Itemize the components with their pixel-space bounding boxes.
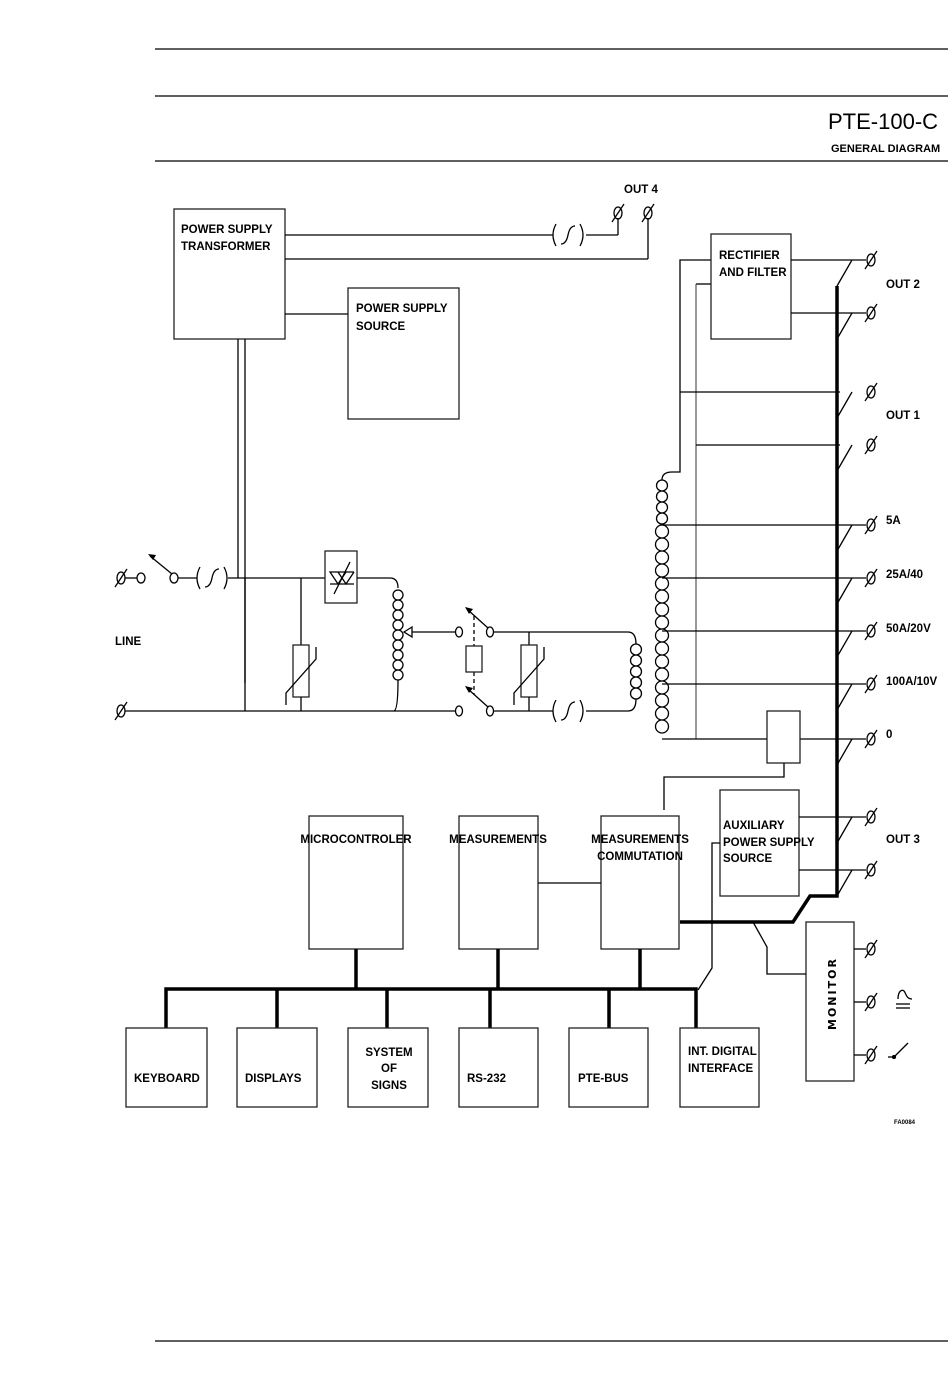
- mc-label-2: COMMUTATION: [597, 851, 683, 863]
- idi-label-2: INTERFACE: [688, 1063, 754, 1075]
- switch-contact-icon: [888, 1042, 909, 1060]
- commutation-relay-block: [766, 710, 801, 764]
- system-of-signs-block: [347, 1027, 429, 1108]
- secondary-coils-icon: [654, 479, 670, 734]
- aux-label-1: AUXILIARY: [723, 820, 785, 832]
- rect-label-1: RECTIFIER: [719, 250, 780, 262]
- meas-label: MEASUREMENTS: [449, 834, 547, 846]
- tap-50a-label: 50A/20V: [886, 623, 931, 635]
- terminal-icon: [864, 382, 878, 402]
- varistor-icon: [520, 644, 538, 698]
- wiper-arrow-icon: [402, 625, 413, 639]
- measurements-commutation-block: [600, 815, 680, 950]
- wire: [357, 577, 399, 589]
- aux-label-3: SOURCE: [723, 853, 773, 865]
- displays-block: [236, 1027, 318, 1108]
- wire: [393, 679, 399, 712]
- rectifier-filter-block: [710, 233, 792, 340]
- terminal-icon: [864, 568, 878, 588]
- wire: [661, 259, 711, 481]
- varistor-slash: [285, 647, 317, 705]
- signs-label-2: OF: [381, 1063, 397, 1075]
- micro-label: MICROCONTROLER: [300, 834, 412, 846]
- bus-taps: [836, 259, 853, 897]
- commutation-bus: [680, 286, 839, 924]
- pte-bus-block: [568, 1027, 649, 1108]
- varistor-icon: [292, 644, 310, 698]
- primary-coil-icon: [629, 643, 643, 700]
- relay-switch-icon: [465, 607, 489, 708]
- terminal-icon: [864, 807, 878, 827]
- varistor-slash: [513, 647, 545, 705]
- pte-bus-label: PTE-BUS: [578, 1073, 629, 1085]
- ac-signal-icon: [896, 989, 913, 1009]
- out2-label: OUT 2: [886, 279, 920, 291]
- pst-label-2: TRANSFORMER: [181, 241, 271, 253]
- aux-label-2: POWER SUPPLY: [723, 837, 815, 849]
- terminal-icon: [864, 729, 878, 749]
- pss-label-2: SOURCE: [356, 321, 406, 333]
- fuse-icon: [552, 699, 584, 723]
- out1-label: OUT 1: [886, 410, 920, 422]
- switch-icon: [148, 554, 173, 575]
- monitor-label: MONITOR: [826, 957, 839, 1030]
- tap-5a-label: 5A: [886, 515, 901, 527]
- fuse-icon: [552, 223, 584, 247]
- auxiliary-psu-block: [719, 789, 800, 897]
- power-supply-source-block: [347, 287, 460, 420]
- terminal-icon: [864, 621, 878, 641]
- terminal-icon: [864, 435, 878, 455]
- wire: [752, 921, 806, 975]
- signs-label-3: SIGNS: [371, 1080, 407, 1092]
- terminal-icon: [864, 250, 878, 270]
- power-supply-transformer-block: [173, 208, 286, 340]
- wire: [627, 631, 637, 712]
- displays-label: DISPLAYS: [245, 1073, 302, 1085]
- tap-0-label: 0: [886, 729, 892, 741]
- int-digital-interface-block: [679, 1027, 760, 1108]
- diagram-subtitle: GENERAL DIAGRAM: [831, 143, 940, 155]
- output-terminals: [864, 250, 878, 880]
- model-title: PTE-100-C: [828, 109, 938, 134]
- terminal-icon: [864, 303, 878, 323]
- keyboard-label: KEYBOARD: [134, 1073, 200, 1085]
- terminal-icon: [864, 515, 878, 535]
- variac-coil-icon: [392, 589, 404, 681]
- mc-label-1: MEASUREMENTS: [591, 834, 689, 846]
- terminal-icon: [864, 860, 878, 880]
- keyboard-block: [125, 1027, 208, 1108]
- triac-slash: [333, 561, 351, 595]
- rect-label-2: AND FILTER: [719, 267, 787, 279]
- pst-label-1: POWER SUPPLY: [181, 224, 273, 236]
- pss-label-1: POWER SUPPLY: [356, 303, 448, 315]
- terminal-icon: [864, 939, 878, 959]
- terminal-icon: [864, 674, 878, 694]
- terminal-icon: [864, 1045, 878, 1065]
- wire: [697, 842, 720, 991]
- rs232-block: [458, 1027, 539, 1108]
- out4-label: OUT 4: [624, 184, 658, 196]
- tap-25a-label: 25A/40: [886, 569, 923, 581]
- digital-bus: [164, 987, 698, 1028]
- signs-label-1: SYSTEM: [365, 1047, 412, 1059]
- rs232-label: RS-232: [467, 1073, 506, 1085]
- contact-icon: [454, 705, 464, 717]
- fuse-icon: [196, 566, 228, 590]
- idi-label-1: INT. DIGITAL: [688, 1046, 757, 1058]
- contact-icon: [454, 626, 464, 638]
- out3-label: OUT 3: [886, 834, 920, 846]
- figure-code: FA0084: [894, 1120, 916, 1126]
- contact-icon: [169, 572, 179, 584]
- wire: [663, 763, 785, 810]
- terminal-icon: [611, 203, 625, 223]
- contact-icon: [485, 626, 495, 638]
- monitor-block: [805, 921, 855, 1082]
- tap-100a-label: 100A/10V: [886, 676, 937, 688]
- terminal-icon: [864, 992, 878, 1012]
- line-label: LINE: [115, 636, 142, 648]
- contact-icon: [136, 572, 146, 584]
- contact-icon: [485, 705, 495, 717]
- terminal-icon: [641, 203, 655, 223]
